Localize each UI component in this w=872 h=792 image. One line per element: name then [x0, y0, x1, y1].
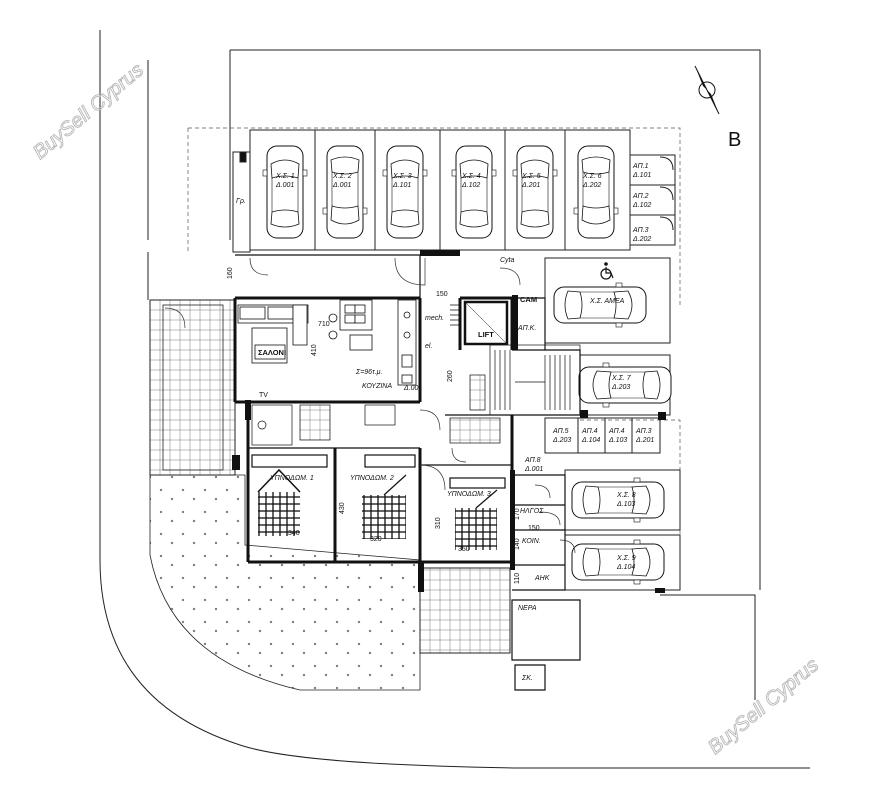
koin-label: ΚΟΙΝ.	[522, 538, 541, 545]
dim-150a: 150	[436, 291, 448, 298]
ap8-label: ΑΠ.8	[524, 457, 541, 464]
parking-label-4: Χ.Σ. 4	[461, 173, 481, 180]
storage-label-1: ΑΠ.1	[632, 163, 649, 170]
dim-320: 320	[370, 536, 382, 543]
lift-shaft	[463, 300, 509, 346]
parking-label-3: Χ.Σ. 3	[392, 173, 412, 180]
parking-label-7: Χ.Σ. 7	[611, 375, 632, 382]
storage-top-right	[629, 154, 676, 246]
storage-label-5: ΑΠ.5	[552, 428, 569, 435]
tiled-terrace-bottom	[419, 567, 511, 654]
mech-label: mech.	[425, 315, 444, 322]
cam-label: CAM	[520, 295, 537, 304]
storage-unit-2: Δ.102	[632, 202, 651, 209]
storage-unit-3b: Δ.201	[635, 437, 654, 444]
storage-label-4b: ΑΠ.4	[608, 428, 625, 435]
storage-middle-right	[544, 417, 661, 454]
storage-unit-4a: Δ.104	[581, 437, 600, 444]
gr-room	[232, 151, 251, 253]
parking-bays-8-9	[564, 469, 681, 591]
apk-label: ΑΠ.Κ.	[517, 325, 536, 332]
dim-150b: 150	[528, 525, 540, 532]
dim-340: 340	[288, 530, 300, 537]
gr-label: Γρ.	[236, 198, 246, 205]
bathrooms	[251, 374, 501, 446]
area-label: Σ=96τ.μ.	[355, 369, 382, 376]
lift-label: LIFT	[478, 330, 494, 339]
parking-unit-7: Δ.203	[611, 384, 630, 391]
parking-label-amea: Χ.Σ. ΑΜΕΑ	[589, 298, 625, 305]
dim-110: 110	[514, 573, 521, 584]
furniture	[237, 299, 417, 386]
watermark-top-left: BuySell Cyprus	[29, 59, 148, 164]
storage-unit-1: Δ.101	[632, 172, 651, 179]
dashed-outline	[187, 127, 681, 590]
compass-label: B	[728, 129, 741, 151]
bed2-label: ΥΠΝΟΔΩΜ. 2	[350, 475, 394, 482]
dim-310: 310	[435, 517, 442, 529]
bed1-label: ΥΠΝΟΔΩΜ. 1	[270, 475, 314, 482]
dimension-labels: 710 410 150 260 160 340 320 350 430 310 …	[227, 267, 540, 584]
parking-unit-8: Δ.103	[616, 501, 635, 508]
parking-unit-9: Δ.104	[616, 564, 635, 571]
garden-area	[149, 474, 421, 691]
parking-label-9: Χ.Σ. 9	[616, 555, 636, 562]
parking-unit-1: Δ.001	[275, 182, 294, 189]
storage-labels: ΑΠ.1 Δ.101 ΑΠ.2 Δ.102 ΑΠ.3 Δ.202 ΑΠ.5 Δ.…	[552, 163, 654, 444]
parking-unit-5: Δ.201	[521, 182, 540, 189]
parking-label-5: Χ.Σ. 5	[521, 173, 541, 180]
cyta-label: Cyta	[500, 257, 515, 264]
ap8-unit-label: Δ.001	[524, 466, 543, 473]
storage-label-3b: ΑΠ.3	[635, 428, 652, 435]
storage-label-3: ΑΠ.3	[632, 227, 649, 234]
parking-bays-top	[249, 129, 631, 251]
beds	[251, 454, 506, 550]
parking-unit-6: Δ.202	[582, 182, 601, 189]
wheelchair-icon	[600, 262, 614, 280]
staircase	[450, 304, 581, 416]
dim-140: 140	[514, 538, 521, 550]
site-boundary	[99, 30, 810, 769]
dim-430: 430	[339, 502, 346, 514]
dim-350: 350	[458, 546, 470, 553]
kitchen-unit-label: Δ.001	[403, 385, 422, 392]
bed3-label: ΥΠΝΟΔΩΜ. 3	[447, 491, 491, 498]
wall-blocks	[232, 250, 666, 593]
parking-labels: Χ.Σ. 1 Δ.001 Χ.Σ. 2 Δ.001 Χ.Σ. 3 Δ.101 Χ…	[275, 173, 636, 571]
storage-unit-4b: Δ.103	[608, 437, 627, 444]
storage-label-4a: ΑΠ.4	[581, 428, 598, 435]
ank-label: ΑΗΚ	[534, 575, 550, 582]
parking-unit-4: Δ.102	[461, 182, 480, 189]
watermark-bottom-right: BuySell Cyprus	[704, 654, 823, 759]
storage-unit-5: Δ.203	[552, 437, 571, 444]
tv-label: TV	[259, 392, 268, 399]
parking-unit-3: Δ.101	[392, 182, 411, 189]
parking-label-2: Χ.Σ. 2	[332, 173, 352, 180]
dim-260: 260	[447, 370, 454, 382]
ilagos-label: ΗΛΓΟΣ	[520, 508, 544, 515]
dim-170: 170	[514, 508, 521, 520]
el-label: el.	[425, 343, 432, 350]
storage-label-2: ΑΠ.2	[632, 193, 649, 200]
parking-label-6: Χ.Σ. 6	[582, 173, 602, 180]
room-labels: ΣΑΛΟΝΙ ΚΟΥΖΙΝΑ Σ=96τ.μ. Δ.001 ΥΠΝΟΔΩΜ. 1…	[236, 198, 550, 682]
door-swings	[164, 257, 576, 554]
parking-unit-2: Δ.001	[332, 182, 351, 189]
parking-label-8: Χ.Σ. 8	[616, 492, 636, 499]
parking-label-1: Χ.Σ. 1	[275, 173, 295, 180]
sk-label: ΣΚ.	[521, 675, 533, 682]
nera-label: ΝΕΡΑ	[518, 605, 537, 612]
dim-410: 410	[311, 344, 318, 356]
dim-160: 160	[227, 267, 234, 279]
saloni-label: ΣΑΛΟΝΙ	[258, 348, 286, 357]
compass-icon	[694, 65, 720, 115]
tiled-terrace-left	[149, 299, 236, 476]
kouzina-label: ΚΟΥΖΙΝΑ	[362, 383, 392, 390]
dim-710: 710	[318, 321, 330, 328]
storage-unit-3: Δ.202	[632, 236, 651, 243]
